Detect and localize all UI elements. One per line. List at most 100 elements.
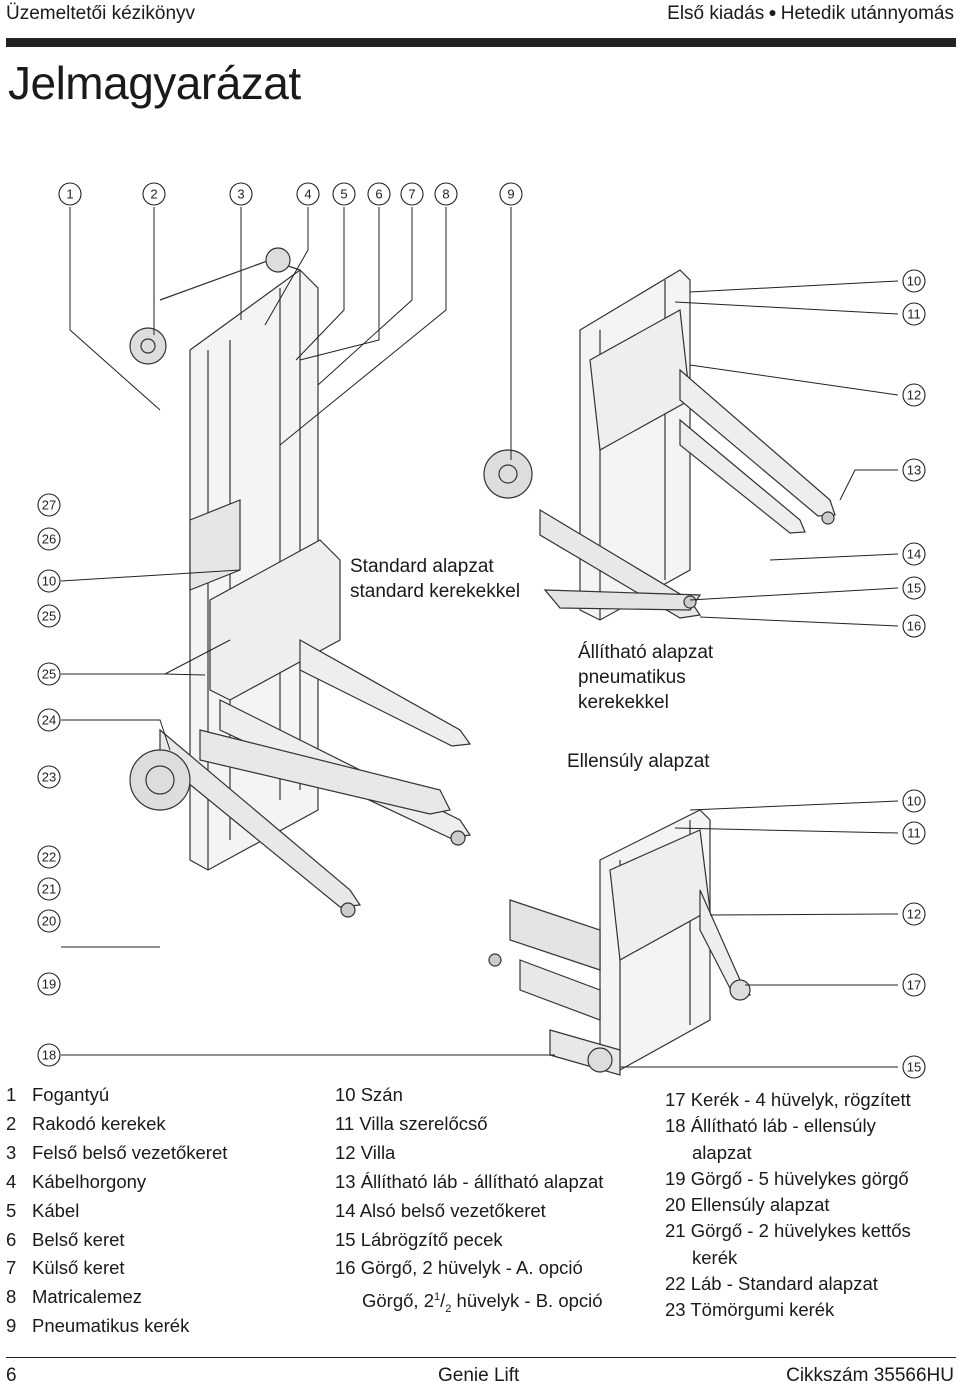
callout-right-8-label: 11 (907, 826, 921, 841)
callout-top-9-label: 9 (507, 187, 514, 202)
callout-top-4-label: 4 (304, 187, 311, 202)
standard-base-lift-drawing (129, 247, 472, 918)
callout-right-4-label: 14 (907, 547, 921, 562)
callout-right-5-label: 15 (907, 581, 921, 596)
callout-left-10-circle (37, 972, 61, 996)
callout-left-6-circle (37, 765, 61, 789)
callout-left-4-circle (37, 662, 61, 686)
callout-right-0-circle (902, 269, 926, 293)
callout-left-4-label: 25 (42, 667, 56, 682)
legend-item-20: 20 Ellensúly alapzat (665, 1194, 830, 1216)
callout-left-2-circle (37, 569, 61, 593)
callout-right-5-circle (902, 576, 926, 600)
callout-left-9-label: 20 (42, 914, 56, 929)
callout-right-10-circle (902, 973, 926, 997)
legend-item-15: 15 Lábrögzítő pecek (335, 1228, 503, 1250)
callout-top-1-label: 1 (66, 187, 73, 202)
legend-item-14: 14 Alsó belső vezetőkeret (335, 1199, 546, 1221)
manual-title: Üzemeltetői kézikönyv (6, 3, 196, 24)
callout-left-11-label: 18 (42, 1048, 56, 1063)
legend-item-18: 18 Állítható láb - ellensúly (665, 1115, 876, 1137)
legend-item-16b: Görgő, 21/2 hüvelyk - B. opció (362, 1290, 603, 1316)
adjustable-base-line2: pneumatikus (578, 667, 686, 688)
callout-top-1-circle (58, 182, 82, 206)
page-title: Jelmagyarázat (8, 57, 301, 109)
legend-item-19: 19 Görgő - 5 hüvelykes görgő (665, 1167, 909, 1189)
callout-left-7-circle (37, 845, 61, 869)
callout-left-5-circle (37, 708, 61, 732)
callout-right-11-label: 15 (907, 1060, 921, 1075)
edition-label: Első kiadás (667, 3, 765, 24)
callout-top-9-circle (499, 182, 523, 206)
callout-top-8-circle (434, 182, 458, 206)
callout-right-2-label: 12 (907, 388, 921, 403)
callout-top-8-label: 8 (442, 187, 449, 202)
callout-top-2-circle (142, 182, 166, 206)
legend-item-10: 10 Szán (335, 1084, 403, 1105)
callout-right-6-label: 16 (907, 619, 921, 634)
callout-right-2-circle (902, 383, 926, 407)
callout-left-5-label: 24 (42, 713, 56, 728)
callout-left-3-label: 25 (42, 609, 56, 624)
edition-info: Első kiadás●Hetedik utánnyomás (667, 3, 954, 25)
callout-right-9-label: 12 (907, 907, 921, 922)
callout-left-9-circle (37, 909, 61, 933)
callout-right-10-label: 17 (907, 978, 921, 993)
callout-left-0-circle (37, 493, 61, 517)
legend-item-continuation: kerék (692, 1246, 738, 1268)
callout-left-6-label: 23 (42, 770, 56, 785)
legend-item-21: 21 Görgő - 2 hüvelykes kettős (665, 1220, 911, 1242)
product-name: Genie Lift (438, 1365, 520, 1386)
callout-top-7-label: 7 (408, 187, 415, 202)
callout-left-3-circle (37, 604, 61, 628)
callout-right-3-circle (902, 458, 926, 482)
callout-top-7-circle (400, 182, 424, 206)
legend-item-16: 16 Görgő, 2 hüvelyk - A. opció (335, 1257, 583, 1279)
callout-top-6-circle (367, 182, 391, 206)
callout-top-5-label: 5 (340, 187, 347, 202)
right-callouts: 10 11 12 13 14 15 16 10 11 12 17 15 (902, 269, 926, 1079)
callout-left-10-label: 19 (42, 977, 56, 992)
callout-right-1-label: 11 (907, 307, 921, 322)
callout-left-1-circle (37, 527, 61, 551)
callout-right-3-label: 13 (907, 463, 921, 478)
callout-right-6-circle (902, 614, 926, 638)
callout-top-3-label: 3 (237, 187, 244, 202)
leader-lines (60, 207, 899, 1068)
callout-left-2-label: 10 (42, 574, 56, 589)
callout-top-5-circle (332, 182, 356, 206)
adjustable-base-line3: kerekekkel (578, 692, 669, 713)
footer-rule (6, 1357, 956, 1358)
counterweight-base-label: Ellensúly alapzat (567, 751, 710, 772)
callout-right-0-label: 10 (907, 274, 921, 289)
bullet-icon: ● (768, 4, 777, 20)
reprint-label: Hetedik utánnyomás (780, 3, 954, 24)
callout-top-2-label: 2 (150, 187, 157, 202)
legend-column-3: 17 Kerék - 4 hüvelyk, rögzített 18 Állíth… (665, 1087, 960, 1324)
legend-item-22: 22 Láb - Standard alapzat (665, 1273, 878, 1295)
legend-item-17: 17 Kerék - 4 hüvelyk, rögzített (665, 1089, 911, 1110)
counterweight-base-lift-drawing (488, 809, 751, 1076)
callout-right-9-circle (902, 902, 926, 926)
callout-top-6-label: 6 (375, 187, 382, 202)
adjustable-base-lift-drawing (483, 269, 836, 621)
callout-right-1-circle (902, 302, 926, 326)
legend-item-11: 11 Villa szerelőcső (335, 1112, 488, 1134)
page-number: 6 (6, 1365, 17, 1386)
legend-item-13: 13 Állítható láb - állítható alapzat (335, 1170, 604, 1192)
callout-right-7-circle (902, 789, 926, 813)
header-rule (6, 38, 956, 47)
callout-left-8-label: 21 (42, 882, 56, 897)
callout-right-7-label: 10 (907, 794, 921, 809)
callout-left-1-label: 26 (42, 532, 56, 547)
adjustable-base-label: Állítható alapzat pneumatikus kerekekkel (578, 640, 713, 715)
